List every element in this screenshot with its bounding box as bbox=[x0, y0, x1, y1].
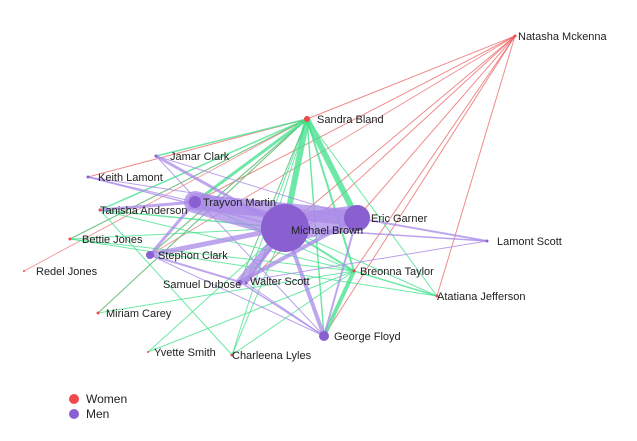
edge-sandra-eric bbox=[304, 116, 360, 221]
edge-natasha-breonna bbox=[353, 35, 516, 272]
edge-walter-george bbox=[245, 282, 325, 337]
edge-natasha-george bbox=[323, 35, 516, 337]
node-label-tanisha: Tanisha Anderson bbox=[100, 205, 187, 217]
node-label-samuel: Samuel Dubose bbox=[163, 279, 241, 291]
edge-sandra-breonna bbox=[306, 118, 355, 272]
edge-natasha-michael bbox=[284, 35, 516, 229]
node-label-redel: Redel Jones bbox=[36, 266, 98, 278]
edge-michael-keith bbox=[87, 176, 286, 229]
node-layer bbox=[23, 34, 517, 357]
node-michael bbox=[261, 204, 309, 252]
node-trayvon bbox=[189, 196, 201, 208]
legend-swatch-women bbox=[69, 394, 79, 404]
edge-sandra-tanisha bbox=[99, 118, 308, 211]
node-bettie bbox=[68, 237, 72, 241]
edge-natasha-trayvon bbox=[194, 35, 516, 203]
edge-sandra-jamar bbox=[155, 118, 308, 157]
edge-natasha-eric bbox=[356, 35, 516, 219]
node-label-natasha: Natasha Mckenna bbox=[518, 31, 608, 43]
edge-breonna-charleena bbox=[231, 270, 355, 356]
node-label-miriam: Miriam Carey bbox=[106, 308, 172, 320]
edge-natasha-atatiana bbox=[436, 35, 516, 297]
node-jamar bbox=[154, 154, 158, 158]
node-lamont bbox=[485, 239, 489, 243]
edge-samuel-lamont bbox=[239, 240, 488, 283]
node-label-charleena: Charleena Lyles bbox=[232, 350, 312, 362]
node-label-eric: Eric Garner bbox=[371, 213, 428, 225]
node-label-michael: Michael Brown bbox=[291, 225, 363, 237]
node-label-yvette: Yvette Smith bbox=[154, 347, 216, 359]
edge-michael-jamar bbox=[154, 154, 287, 230]
node-george bbox=[319, 331, 329, 341]
node-yvette bbox=[147, 351, 149, 353]
node-label-bettie: Bettie Jones bbox=[82, 234, 143, 246]
edge-stephon-george bbox=[149, 254, 325, 337]
edge-eric-george bbox=[323, 217, 358, 337]
node-label-stephon: Stephon Clark bbox=[158, 250, 228, 262]
edge-tanisha-charleena bbox=[99, 209, 233, 356]
node-label-atatiana: Atatiana Jefferson bbox=[437, 291, 525, 303]
edge-natasha-sandra bbox=[306, 35, 516, 120]
node-label-jamar: Jamar Clark bbox=[170, 151, 230, 163]
legend-label-women: Women bbox=[86, 392, 127, 406]
node-walter bbox=[244, 281, 248, 285]
node-label-breonna: Breonna Taylor bbox=[360, 266, 434, 278]
node-label-george: George Floyd bbox=[334, 331, 401, 343]
node-breonna bbox=[352, 269, 356, 273]
node-label-trayvon: Trayvon Martin bbox=[203, 197, 276, 209]
node-miriam bbox=[96, 311, 100, 315]
node-natasha bbox=[513, 34, 517, 38]
edge-eric-samuel bbox=[238, 216, 359, 284]
legend-swatch-men bbox=[69, 409, 79, 419]
node-stephon bbox=[146, 251, 154, 259]
edge-trayvon-tanisha bbox=[98, 200, 197, 212]
edge-sandra-atatiana bbox=[306, 118, 438, 297]
edge-sandra-samuel bbox=[239, 118, 308, 283]
node-redel bbox=[23, 270, 25, 272]
edge-breonna-atatiana bbox=[353, 270, 438, 297]
edge-eric-lamont bbox=[356, 217, 488, 242]
edge-trayvon-stephon bbox=[148, 200, 197, 257]
node-sandra bbox=[304, 116, 310, 122]
node-eric bbox=[344, 205, 370, 231]
edge-layer bbox=[23, 35, 516, 356]
edge-jamar-george bbox=[155, 155, 325, 337]
edge-sandra-walter bbox=[245, 118, 308, 284]
legend-label-men: Men bbox=[86, 407, 109, 421]
edge-stephon-samuel bbox=[149, 254, 241, 283]
edge-bettie-michael bbox=[69, 227, 286, 240]
node-label-keith: Keith Lamont bbox=[98, 172, 163, 184]
edge-miriam-breonna bbox=[97, 270, 355, 314]
node-label-sandra: Sandra Bland bbox=[317, 114, 384, 126]
edge-sandra-bettie bbox=[69, 118, 308, 240]
node-atatiana bbox=[435, 294, 439, 298]
edge-yvette-michael bbox=[147, 227, 286, 353]
node-label-walter: Walter Scott bbox=[250, 276, 310, 288]
edge-sandra-miriam bbox=[97, 118, 308, 314]
node-charleena bbox=[230, 353, 234, 357]
node-samuel bbox=[238, 280, 242, 284]
edge-bettie-breonna bbox=[69, 238, 355, 272]
node-label-lamont: Lamont Scott bbox=[497, 236, 562, 248]
edge-sandra-stephon bbox=[149, 118, 308, 256]
node-tanisha bbox=[98, 208, 102, 212]
edge-natasha-stephon bbox=[149, 35, 516, 256]
node-keith bbox=[86, 175, 90, 179]
